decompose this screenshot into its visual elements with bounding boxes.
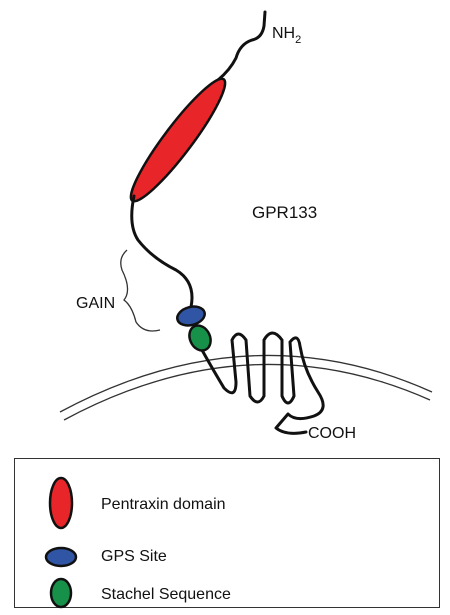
gpr133-diagram: NH2 GPR133 GAIN COOH — [59, 10, 433, 442]
legend-item-pentraxin: Pentraxin domain — [15, 475, 439, 531]
legend-item-stachel: Stachel Sequence — [15, 573, 439, 613]
stachel-sequence — [188, 324, 212, 352]
legend-label-gps: GPS Site — [101, 548, 167, 565]
gain-label: GAIN — [76, 295, 115, 312]
gps-site — [176, 305, 206, 327]
green-ellipse-icon — [49, 577, 73, 609]
legend-box: Pentraxin domain GPS Site Stachel Sequen… — [14, 458, 440, 609]
legend-label-pentraxin: Pentraxin domain — [101, 496, 226, 513]
protein-name-label: GPR133 — [252, 203, 317, 222]
c-terminus-label: COOH — [308, 425, 356, 442]
legend-label-stachel: Stachel Sequence — [101, 586, 231, 603]
transmembrane-loops — [198, 331, 325, 435]
red-ellipse-icon — [48, 476, 74, 530]
membrane-outer-line — [59, 354, 433, 413]
extracellular-linker — [130, 194, 194, 309]
n-terminal-tail — [216, 10, 267, 82]
pentraxin-domain — [129, 77, 227, 203]
n-terminus-label: NH2 — [272, 25, 301, 46]
gain-bracket — [120, 249, 161, 332]
blue-ellipse-icon — [44, 546, 78, 568]
legend-item-gps: GPS Site — [15, 539, 439, 579]
